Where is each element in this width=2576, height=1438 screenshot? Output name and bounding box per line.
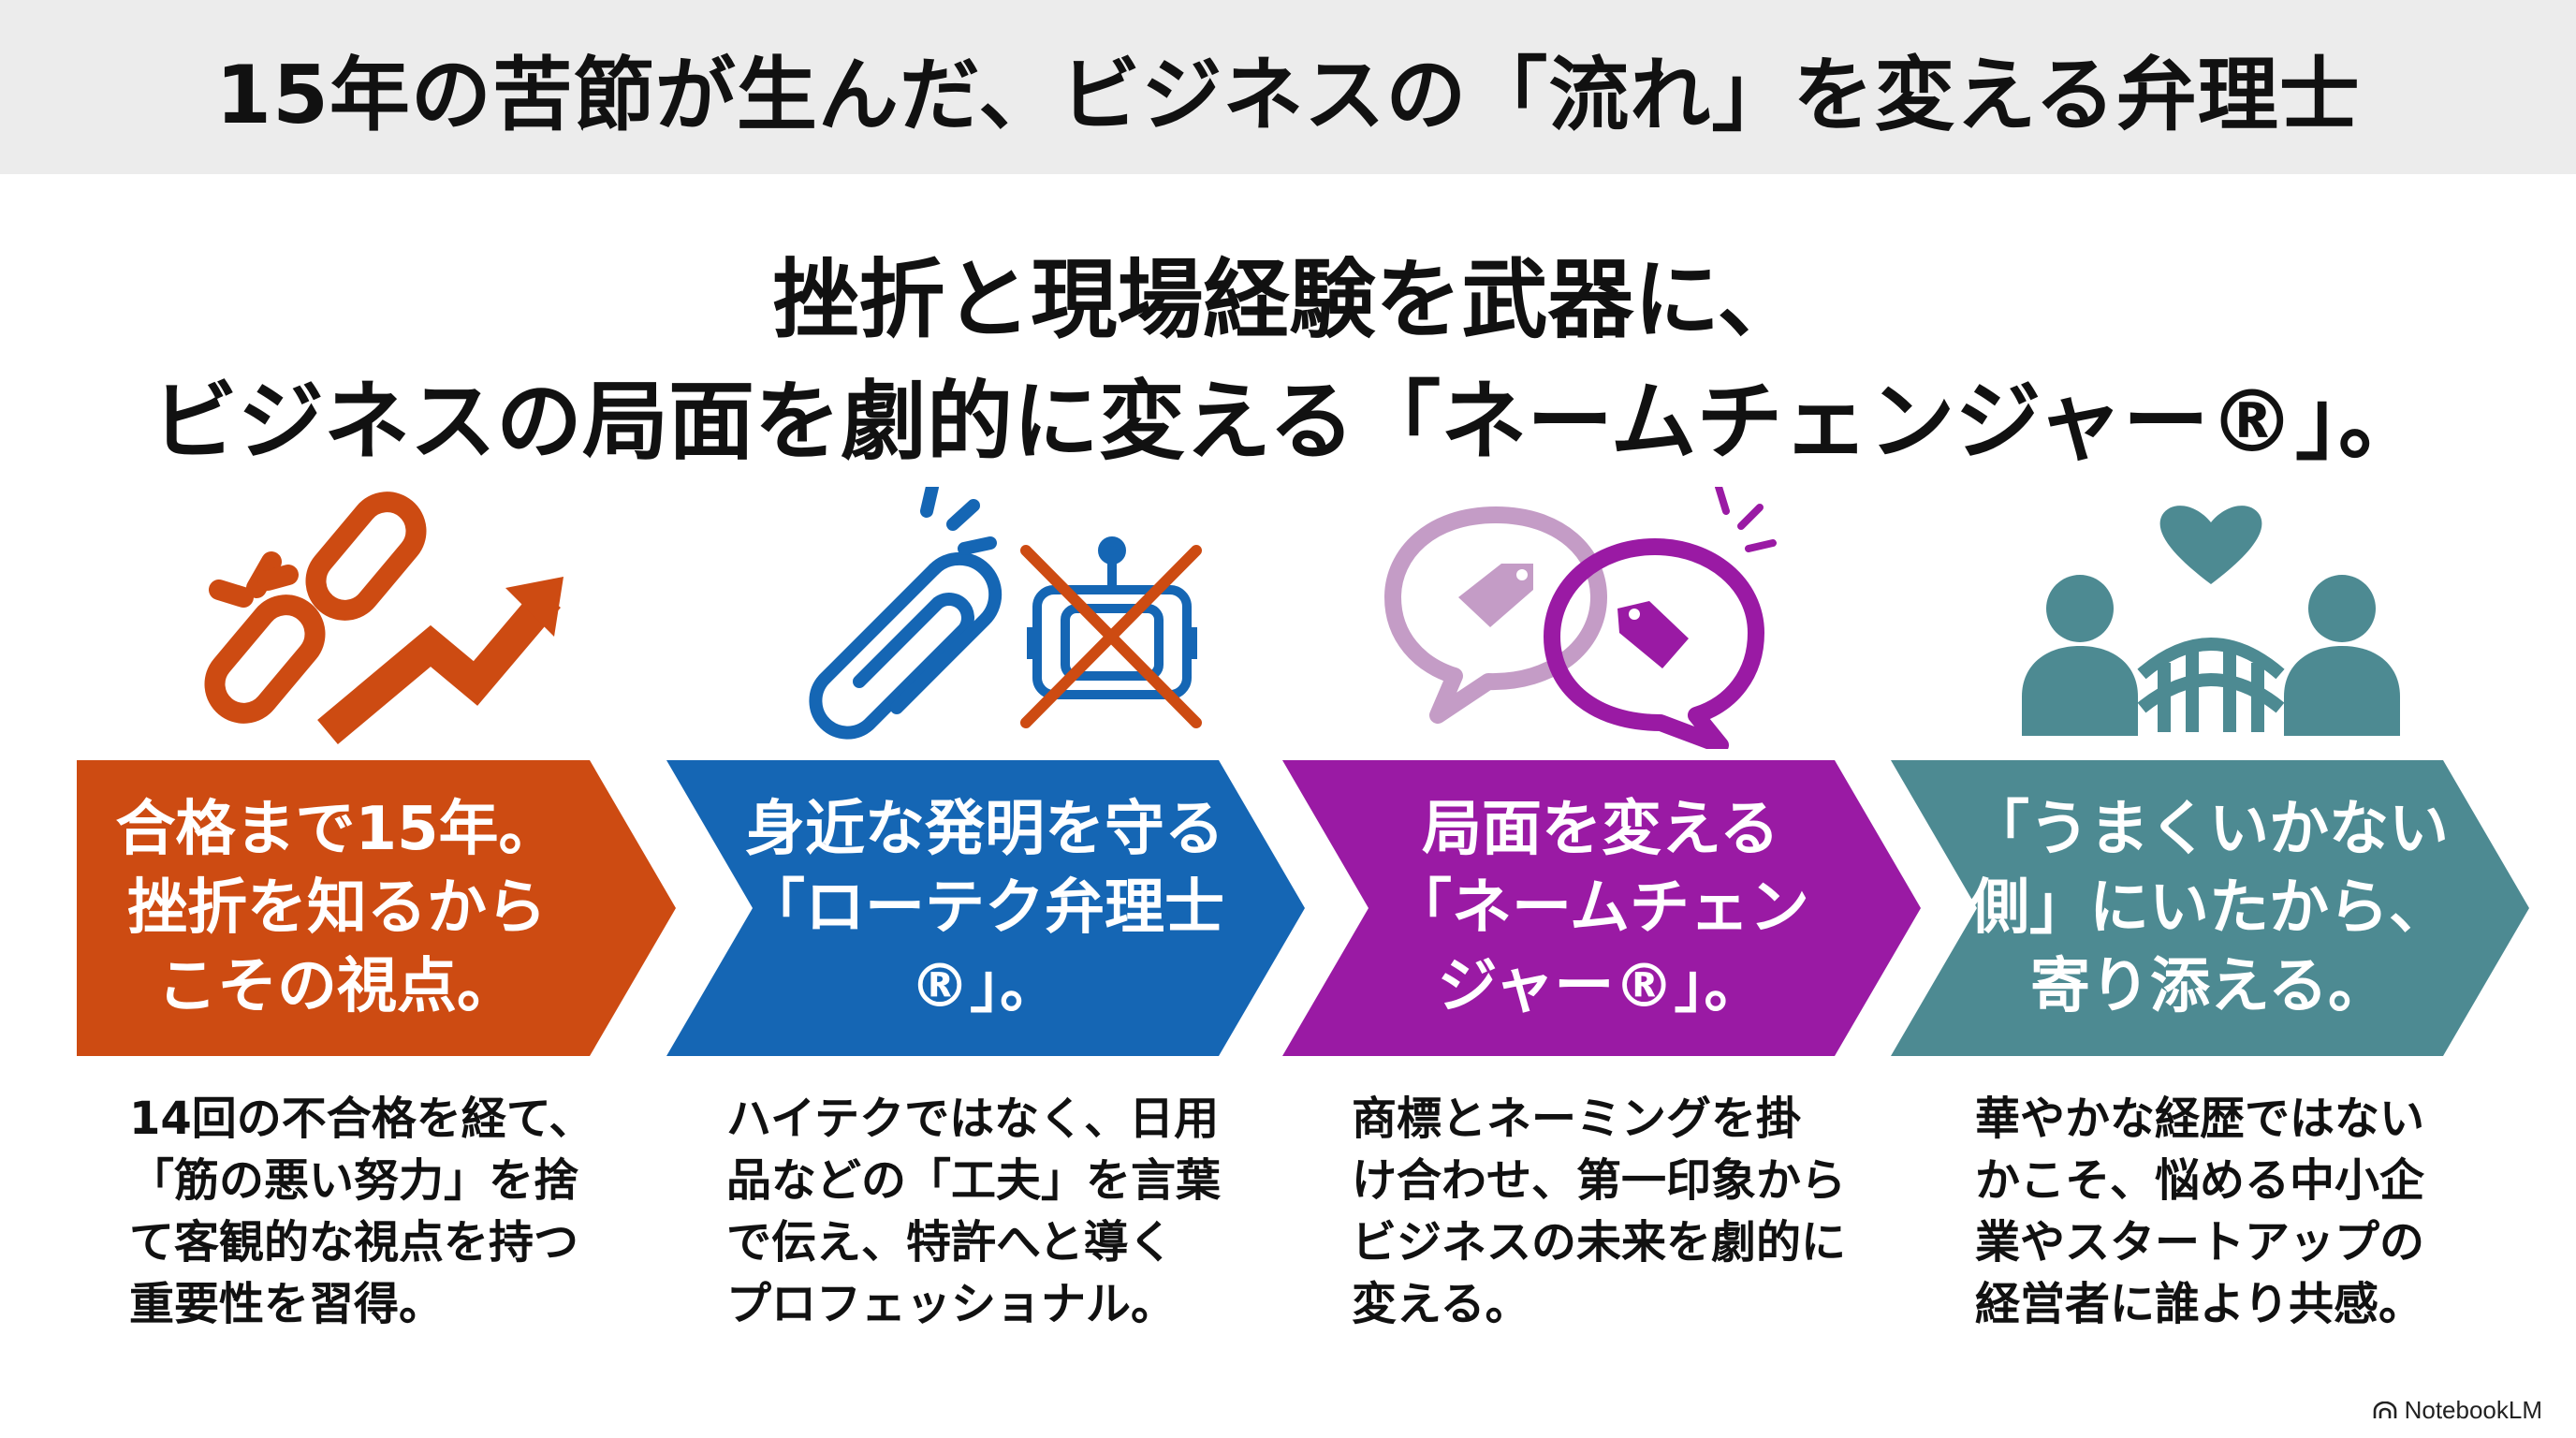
- notebooklm-logo-icon: [2373, 1401, 2396, 1418]
- step-1-title-line: 合格まで15年。: [115, 795, 559, 864]
- step-4-chevron: 「うまくいかない 側」にいたから、 寄り添える。: [1891, 760, 2529, 1056]
- headline-line-1: 挫折と現場経験を武器に、: [772, 250, 1804, 350]
- step-4-desc-line: 業やスタートアップの: [1975, 1216, 2425, 1269]
- step-1-chevron: 合格まで15年。 挫折を知るから こその視点。: [77, 760, 676, 1056]
- step-3-desc-line: 変える。: [1352, 1278, 1530, 1330]
- step-3-title-line: 局面を変える: [1421, 795, 1780, 864]
- step-3-title-line: ジャー®」。: [1437, 952, 1764, 1021]
- step-2-desc-line: プロフェッショナル。: [726, 1278, 1177, 1330]
- step-4-title-line: 側」にいたから、: [1969, 873, 2449, 943]
- step-2-title-line: 「ローテク弁理士: [745, 873, 1224, 943]
- step-4-desc-line: 経営者に誰より共感。: [1975, 1278, 2424, 1330]
- step-3-title: 局面を変える 「ネームチェン ジャー®」。: [1348, 760, 1853, 1056]
- step-1-title: 合格まで15年。 挫折を知るから こその視点。: [77, 760, 597, 1056]
- step-1-title-line: こその視点。: [157, 952, 517, 1021]
- page-title: 15年の苦節が生んだ、ビジネスの「流れ」を変える弁理士: [215, 48, 2361, 142]
- step-4-description: 華やかな経歴ではない かこそ、悩める中小企 業やスタートアップの 経営者に誰より…: [1975, 1088, 2424, 1335]
- step-2-desc-line: で伝え、特許へと導く: [726, 1216, 1174, 1269]
- step-1-title-line: 挫折を知るから: [127, 873, 547, 943]
- step-4-title-line: 寄り添える。: [2029, 952, 2389, 1021]
- step-2-desc-line: 品などの「工夫」を言葉: [726, 1154, 1222, 1207]
- step-2-chevron: 身近な発明を守る 「ローテク弁理士 ®」。: [666, 760, 1305, 1056]
- brand-label: NotebookLM: [2404, 1396, 2542, 1424]
- step-3-description: 商標とネーミングを掛 け合わせ、第一印象から ビジネスの未来を劇的に 変える。: [1352, 1088, 1846, 1335]
- step-2-title-line: ®」。: [910, 952, 1060, 1021]
- step-3-title-line: 「ネームチェン: [1391, 873, 1810, 943]
- step-1-description: 14回の不合格を経て、 「筋の悪い努力」を捨 て客観的な視点を持つ 重要性を習得…: [129, 1088, 593, 1335]
- step-2-title-line: 身近な発明を守る: [745, 795, 1224, 864]
- step-1-desc-line: 「筋の悪い努力」を捨: [129, 1154, 579, 1207]
- step-3-chevron: 局面を変える 「ネームチェン ジャー®」。: [1282, 760, 1921, 1056]
- broken-chain-rising-arrow-icon: [178, 487, 571, 749]
- step-1-desc-line: 重要性を習得。: [129, 1278, 445, 1330]
- notebooklm-brand: NotebookLM: [2373, 1396, 2542, 1425]
- header-bar: [0, 0, 2576, 174]
- step-2-desc-line: ハイテクではなく、日用: [726, 1093, 1220, 1145]
- step-1-desc-line: て客観的な視点を持つ: [129, 1216, 579, 1269]
- paperclip-crossed-robot-icon: [756, 487, 1206, 749]
- people-bridge-heart-icon: [2014, 487, 2408, 749]
- step-3-desc-line: 商標とネーミングを掛: [1352, 1093, 1802, 1145]
- headline-line-2: ビジネスの局面を劇的に変える「ネームチェンジャー®」。: [152, 372, 2424, 472]
- step-1-desc-line: 14回の不合格を経て、: [129, 1093, 594, 1145]
- step-3-desc-line: ビジネスの未来を劇的に: [1352, 1216, 1847, 1269]
- step-4-desc-line: かこそ、悩める中小企: [1975, 1154, 2425, 1207]
- step-2-description: ハイテクではなく、日用 品などの「工夫」を言葉 で伝え、特許へと導く プロフェッ…: [726, 1088, 1221, 1335]
- step-4-title: 「うまくいかない 側」にいたから、 寄り添える。: [1956, 760, 2462, 1056]
- step-4-desc-line: 華やかな経歴ではない: [1975, 1093, 2425, 1145]
- step-2-title: 身近な発明を守る 「ローテク弁理士 ®」。: [732, 760, 1237, 1056]
- speech-bubbles-tags-icon: [1383, 487, 1777, 749]
- step-4-title-line: 「うまくいかない: [1969, 795, 2449, 864]
- step-3-desc-line: け合わせ、第一印象から: [1352, 1154, 1847, 1207]
